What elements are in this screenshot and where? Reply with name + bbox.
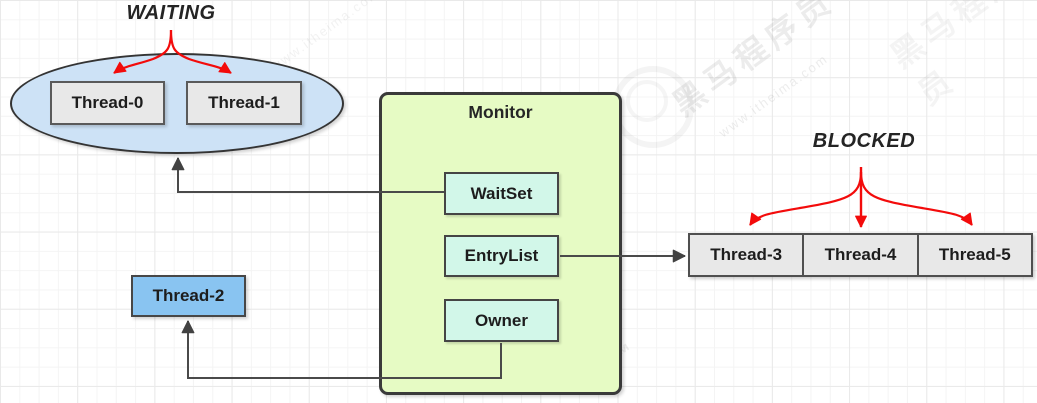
blocked-arrow-right bbox=[859, 171, 973, 226]
thread-3-node: Thread-3 bbox=[690, 235, 805, 275]
owner-field: Owner bbox=[444, 299, 559, 342]
thread-1-node: Thread-1 bbox=[186, 81, 302, 125]
thread-2-node: Thread-2 bbox=[131, 275, 246, 317]
entrylist-field: EntryList bbox=[444, 235, 559, 277]
watermark-brand-text-2: 黑马程序员 bbox=[884, 0, 1029, 113]
waitset-field: WaitSet bbox=[444, 172, 559, 215]
watermark-logo-ring bbox=[612, 66, 694, 148]
watermark-url-text: www.itheima.com bbox=[716, 50, 831, 141]
blocked-arrow-left bbox=[749, 171, 863, 226]
watermark-url-text-2: www.itheima.com bbox=[268, 0, 383, 75]
monitor-title: Monitor bbox=[468, 102, 533, 122]
entrylist-thread-row: Thread-3 Thread-4 Thread-5 bbox=[688, 233, 1033, 277]
thread-0-node: Thread-0 bbox=[50, 81, 165, 125]
waiting-state-label: WAITING bbox=[126, 2, 216, 24]
blocked-state-label: BLOCKED bbox=[812, 130, 916, 152]
thread-4-node: Thread-4 bbox=[804, 235, 919, 275]
watermark-brand-text: 黑马程序员 bbox=[666, 0, 842, 123]
thread-5-node: Thread-5 bbox=[938, 245, 1011, 264]
